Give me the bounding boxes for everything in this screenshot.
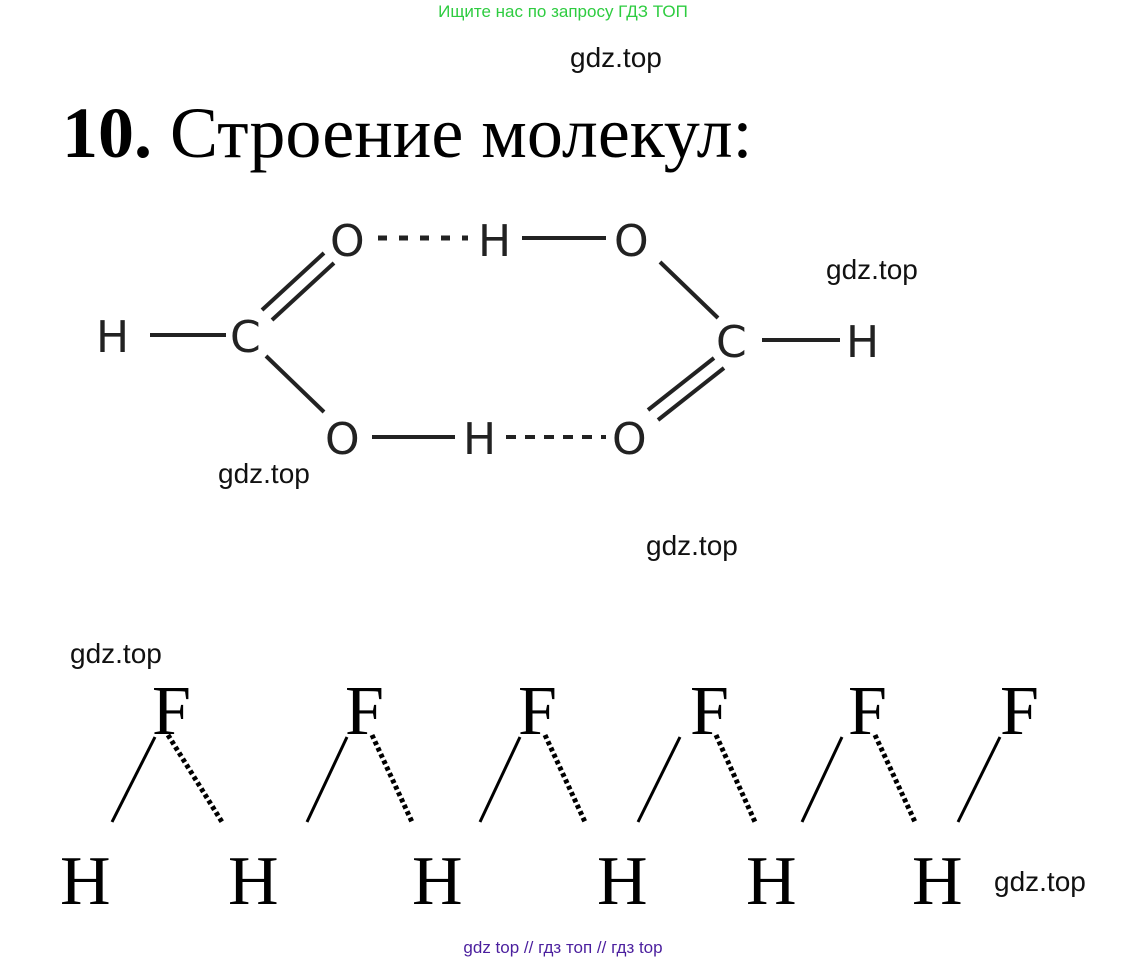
- bond: [478, 736, 522, 823]
- hydrogen-bond: [165, 733, 225, 824]
- atom-h: H: [912, 843, 963, 920]
- hydrogen-bond: [542, 733, 588, 824]
- bond: [305, 736, 349, 823]
- atom-h: H: [478, 216, 511, 267]
- atom-f: F: [690, 673, 729, 750]
- double-bond: [260, 251, 326, 312]
- double-bond: [646, 356, 716, 412]
- watermark: gdz.top: [70, 638, 162, 669]
- atom-h: H: [597, 843, 648, 920]
- atom-f: F: [152, 673, 191, 750]
- atom-c: C: [716, 317, 747, 368]
- bond: [636, 736, 682, 823]
- atom-f: F: [1000, 673, 1039, 750]
- page-title: 10. Строение молекул:: [62, 92, 753, 175]
- atom-o: O: [614, 216, 649, 267]
- bond: [658, 260, 720, 320]
- bond: [800, 736, 844, 823]
- atom-o: O: [330, 216, 365, 267]
- bond: [110, 736, 157, 823]
- task-number: 10.: [62, 93, 152, 173]
- task-title: Строение молекул:: [170, 93, 753, 173]
- hf-atoms: F F F F F F H H H H H H: [60, 673, 1039, 920]
- atom-h: H: [60, 843, 111, 920]
- atom-o: O: [612, 414, 647, 465]
- formic-acid-dimer: [150, 235, 840, 439]
- bond: [956, 736, 1002, 823]
- atom-h: H: [846, 317, 879, 368]
- atom-h: H: [96, 312, 129, 363]
- formic-acid-atoms: O H O H C C H O H O: [96, 216, 879, 465]
- search-banner[interactable]: Ищите нас по запросу ГДЗ ТОП: [438, 2, 688, 21]
- watermark: gdz.top: [646, 530, 738, 561]
- watermark: gdz.top: [826, 254, 918, 285]
- atom-f: F: [345, 673, 384, 750]
- hydrogen-bond: [872, 733, 918, 824]
- watermark: gdz.top: [994, 866, 1086, 897]
- double-bond: [656, 366, 726, 422]
- atom-h: H: [463, 414, 496, 465]
- atom-h: H: [746, 843, 797, 920]
- hf-chain: [110, 733, 1002, 824]
- double-bond: [270, 261, 336, 322]
- bond: [264, 354, 326, 414]
- atom-h: H: [228, 843, 279, 920]
- hydrogen-bond: [713, 733, 758, 824]
- atom-h: H: [412, 843, 463, 920]
- atom-o: O: [325, 414, 360, 465]
- watermark: gdz.top: [218, 458, 310, 489]
- footer-links[interactable]: gdz top // гдз топ // гдз top: [463, 938, 663, 957]
- atom-c: C: [230, 312, 261, 363]
- atom-f: F: [848, 673, 887, 750]
- watermark: gdz.top: [570, 42, 662, 73]
- atom-f: F: [518, 673, 557, 750]
- hydrogen-bond: [369, 733, 415, 824]
